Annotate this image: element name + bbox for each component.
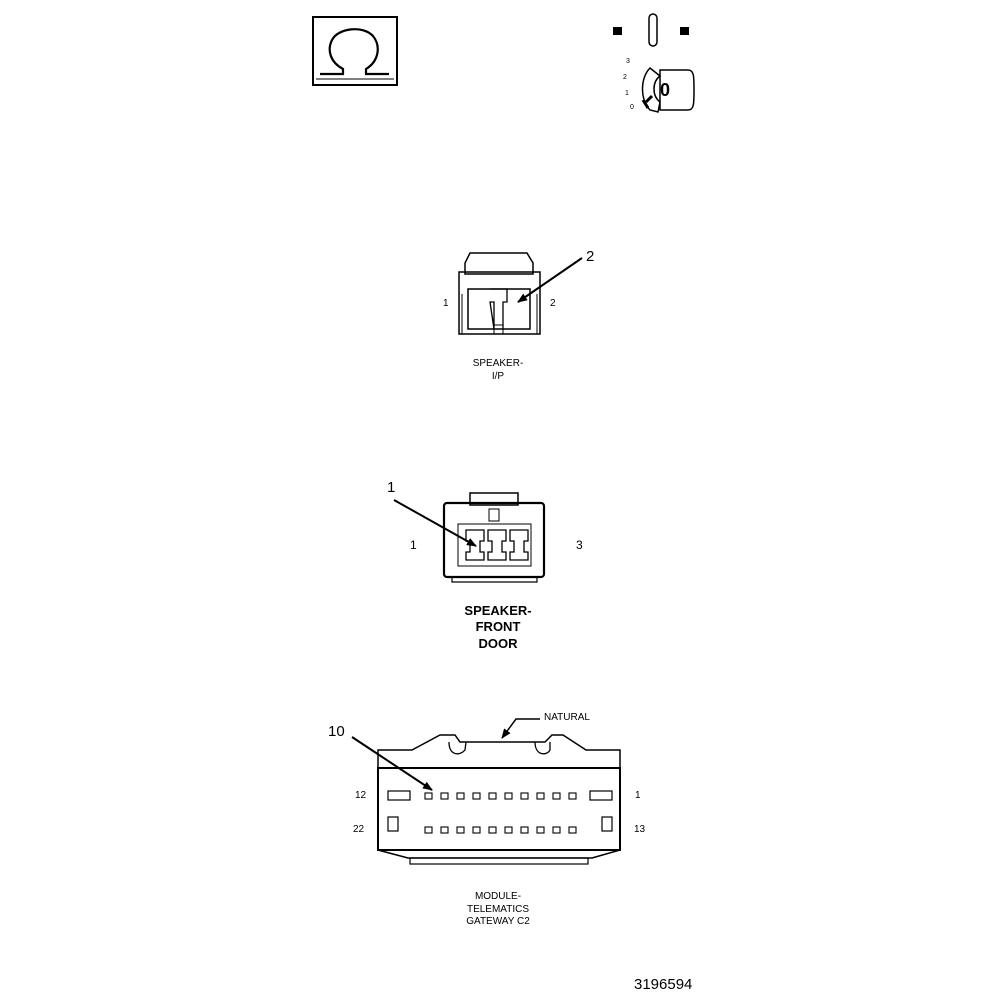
terminal-cavity: [472, 826, 481, 834]
terminal-cavity: [568, 826, 577, 834]
terminal-cavity: [424, 792, 433, 800]
key-position-1: 1: [625, 90, 629, 97]
speaker-front-door-callout: 1: [387, 479, 396, 496]
terminal-cavity: [472, 792, 481, 800]
key-head-label: 0: [660, 80, 671, 100]
terminal-cavity: [552, 826, 561, 834]
telematics-pin-22: 22: [353, 824, 365, 835]
callout-10-arrow: [351, 736, 433, 791]
key-position-2: 2: [623, 74, 627, 81]
key-position-0: 0: [630, 104, 634, 111]
terminal-cavity: [504, 826, 513, 834]
terminal-cavity: [504, 792, 513, 800]
terminal-cavity: [488, 792, 497, 800]
terminal-cavity: [440, 792, 449, 800]
terminal-cavity: [536, 826, 545, 834]
terminal-cavity: [520, 826, 529, 834]
telematics-name: MODULE- TELEMATICS GATEWAY C2: [466, 891, 530, 927]
natural-arrow: [501, 718, 540, 739]
terminal-cavity: [456, 826, 465, 834]
terminal-cavity: [536, 792, 545, 800]
speaker-front-door-pin-right: 3: [576, 538, 583, 552]
speaker-ip-pin-right: 2: [550, 298, 556, 309]
speaker-ip-name: SPEAKER- I/P: [472, 358, 524, 382]
speaker-front-door-connector: [442, 492, 546, 583]
figure-id: 3196594: [634, 976, 693, 993]
callout-1-arrow: [393, 499, 477, 547]
pin-row-1: [424, 792, 577, 800]
callout-2-arrow: [517, 257, 583, 303]
telematics-pin-12: 12: [355, 790, 367, 801]
ignition-key-icon: [613, 13, 695, 113]
terminal-cavity: [440, 826, 449, 834]
telematics-connector: [377, 734, 621, 865]
pin-row-2: [424, 826, 577, 834]
telematics-color-note: NATURAL: [544, 712, 590, 723]
key-position-3: 3: [626, 58, 630, 65]
terminal-cavity: [456, 792, 465, 800]
telematics-pin-13: 13: [634, 824, 646, 835]
speaker-front-door-name: SPEAKER- FRONT DOOR: [464, 603, 532, 651]
terminal-cavity: [424, 826, 433, 834]
terminal-cavity: [488, 826, 497, 834]
speaker-ip-connector: [458, 252, 541, 335]
speaker-front-door-pin-left: 1: [410, 538, 417, 552]
telematics-callout: 10: [328, 723, 345, 740]
speaker-ip-callout: 2: [586, 248, 595, 265]
terminal-cavity: [568, 792, 577, 800]
telematics-pin-1: 1: [635, 790, 641, 801]
terminal-cavity: [520, 792, 529, 800]
terminal-cavity: [552, 792, 561, 800]
ohm-icon: [312, 16, 398, 86]
speaker-ip-pin-left: 1: [443, 298, 449, 309]
